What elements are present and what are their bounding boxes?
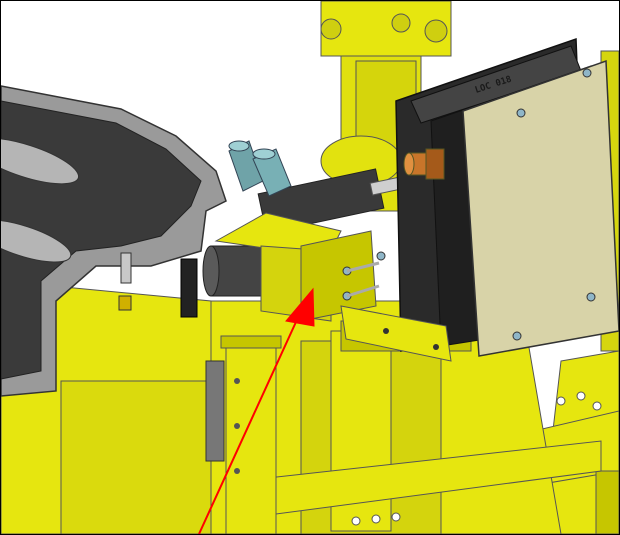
teal-tubes: [228, 140, 292, 197]
cable-gland: [403, 148, 445, 180]
box-support-bracket: [340, 305, 452, 362]
left-yellow-body: [1, 280, 282, 534]
dark-cover: [1, 85, 227, 397]
background-yellow-frame: [320, 1, 452, 212]
red-pointer-arrow: [198, 287, 315, 534]
electronics-enclosure: LOC 018: [395, 37, 619, 357]
